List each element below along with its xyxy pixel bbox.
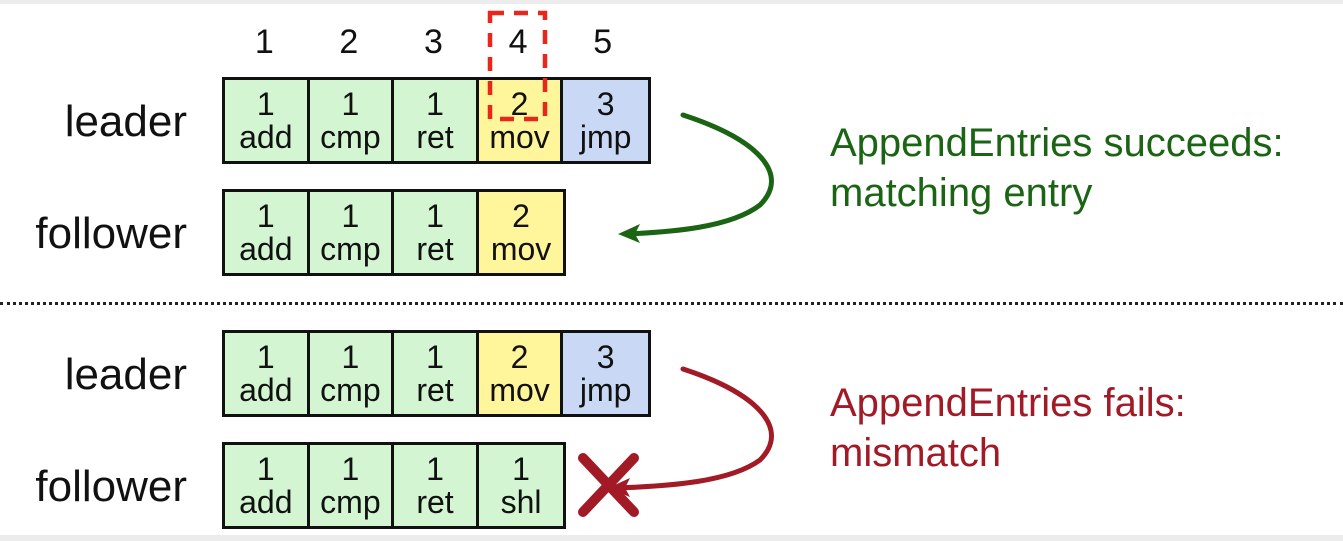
entry-command: mov	[489, 371, 550, 408]
entry-term: 1	[426, 197, 444, 234]
log-index-row: 1 2 3 4 5	[222, 22, 645, 62]
entry-command: shl	[500, 483, 542, 520]
success-message-line2: matching entry	[830, 171, 1093, 215]
entry-term: 1	[341, 338, 360, 375]
entry-term: 1	[341, 85, 360, 122]
mismatch-x-icon	[578, 453, 639, 517]
failure-message: AppendEntries fails: mismatch	[830, 378, 1186, 478]
entry-term: 1	[512, 450, 530, 487]
success-arrowhead-icon	[618, 224, 640, 243]
entry-term: 1	[256, 338, 275, 375]
entry-command: add	[239, 483, 293, 520]
entry-term: 1	[341, 450, 360, 487]
entry-command: add	[239, 371, 293, 408]
entry-command: jmp	[579, 371, 632, 408]
follower-label-success: follower	[35, 209, 187, 258]
entry-command: add	[239, 230, 293, 267]
log-index: 5	[593, 23, 613, 61]
log-index: 4	[508, 23, 528, 61]
entry-term: 1	[426, 450, 444, 487]
entry-term: 1	[256, 450, 275, 487]
entry-term: 2	[512, 197, 530, 234]
log-index: 1	[254, 23, 274, 61]
entry-command: cmp	[320, 118, 381, 155]
entry-command: ret	[416, 230, 454, 267]
entry-term: 2	[510, 85, 529, 122]
failure-arrowhead-icon	[608, 478, 630, 497]
entry-term: 1	[426, 338, 444, 375]
failure-message-line1: AppendEntries fails:	[830, 381, 1186, 425]
top-border-strip	[0, 0, 1343, 4]
entry-term: 2	[510, 338, 529, 375]
log-index: 2	[339, 23, 359, 61]
entry-term: 1	[341, 197, 360, 234]
entry-command: ret	[416, 483, 454, 520]
entry-command: ret	[416, 118, 454, 155]
entry-term: 3	[596, 85, 615, 122]
entry-command: cmp	[320, 483, 381, 520]
leader-label-success: leader	[64, 97, 187, 146]
success-message-line1: AppendEntries succeeds:	[830, 121, 1284, 165]
entry-command: ret	[416, 371, 454, 408]
failure-message-line2: mismatch	[830, 431, 1002, 475]
log-index: 3	[424, 23, 443, 61]
follower-label-failure: follower	[35, 462, 187, 511]
leader-label-failure: leader	[64, 350, 187, 399]
entry-command: cmp	[320, 371, 381, 408]
entry-term: 3	[596, 338, 615, 375]
success-message: AppendEntries succeeds: matching entry	[830, 118, 1284, 218]
entry-term: 1	[256, 197, 275, 234]
entry-command: add	[239, 118, 293, 155]
entry-term: 1	[426, 85, 444, 122]
entry-command: mov	[490, 230, 552, 267]
entry-term: 1	[256, 85, 275, 122]
entry-command: mov	[489, 118, 550, 155]
entry-command: jmp	[579, 118, 632, 155]
entry-command: cmp	[320, 230, 381, 267]
bottom-border-strip	[0, 535, 1343, 541]
scenario-divider	[0, 302, 1343, 305]
